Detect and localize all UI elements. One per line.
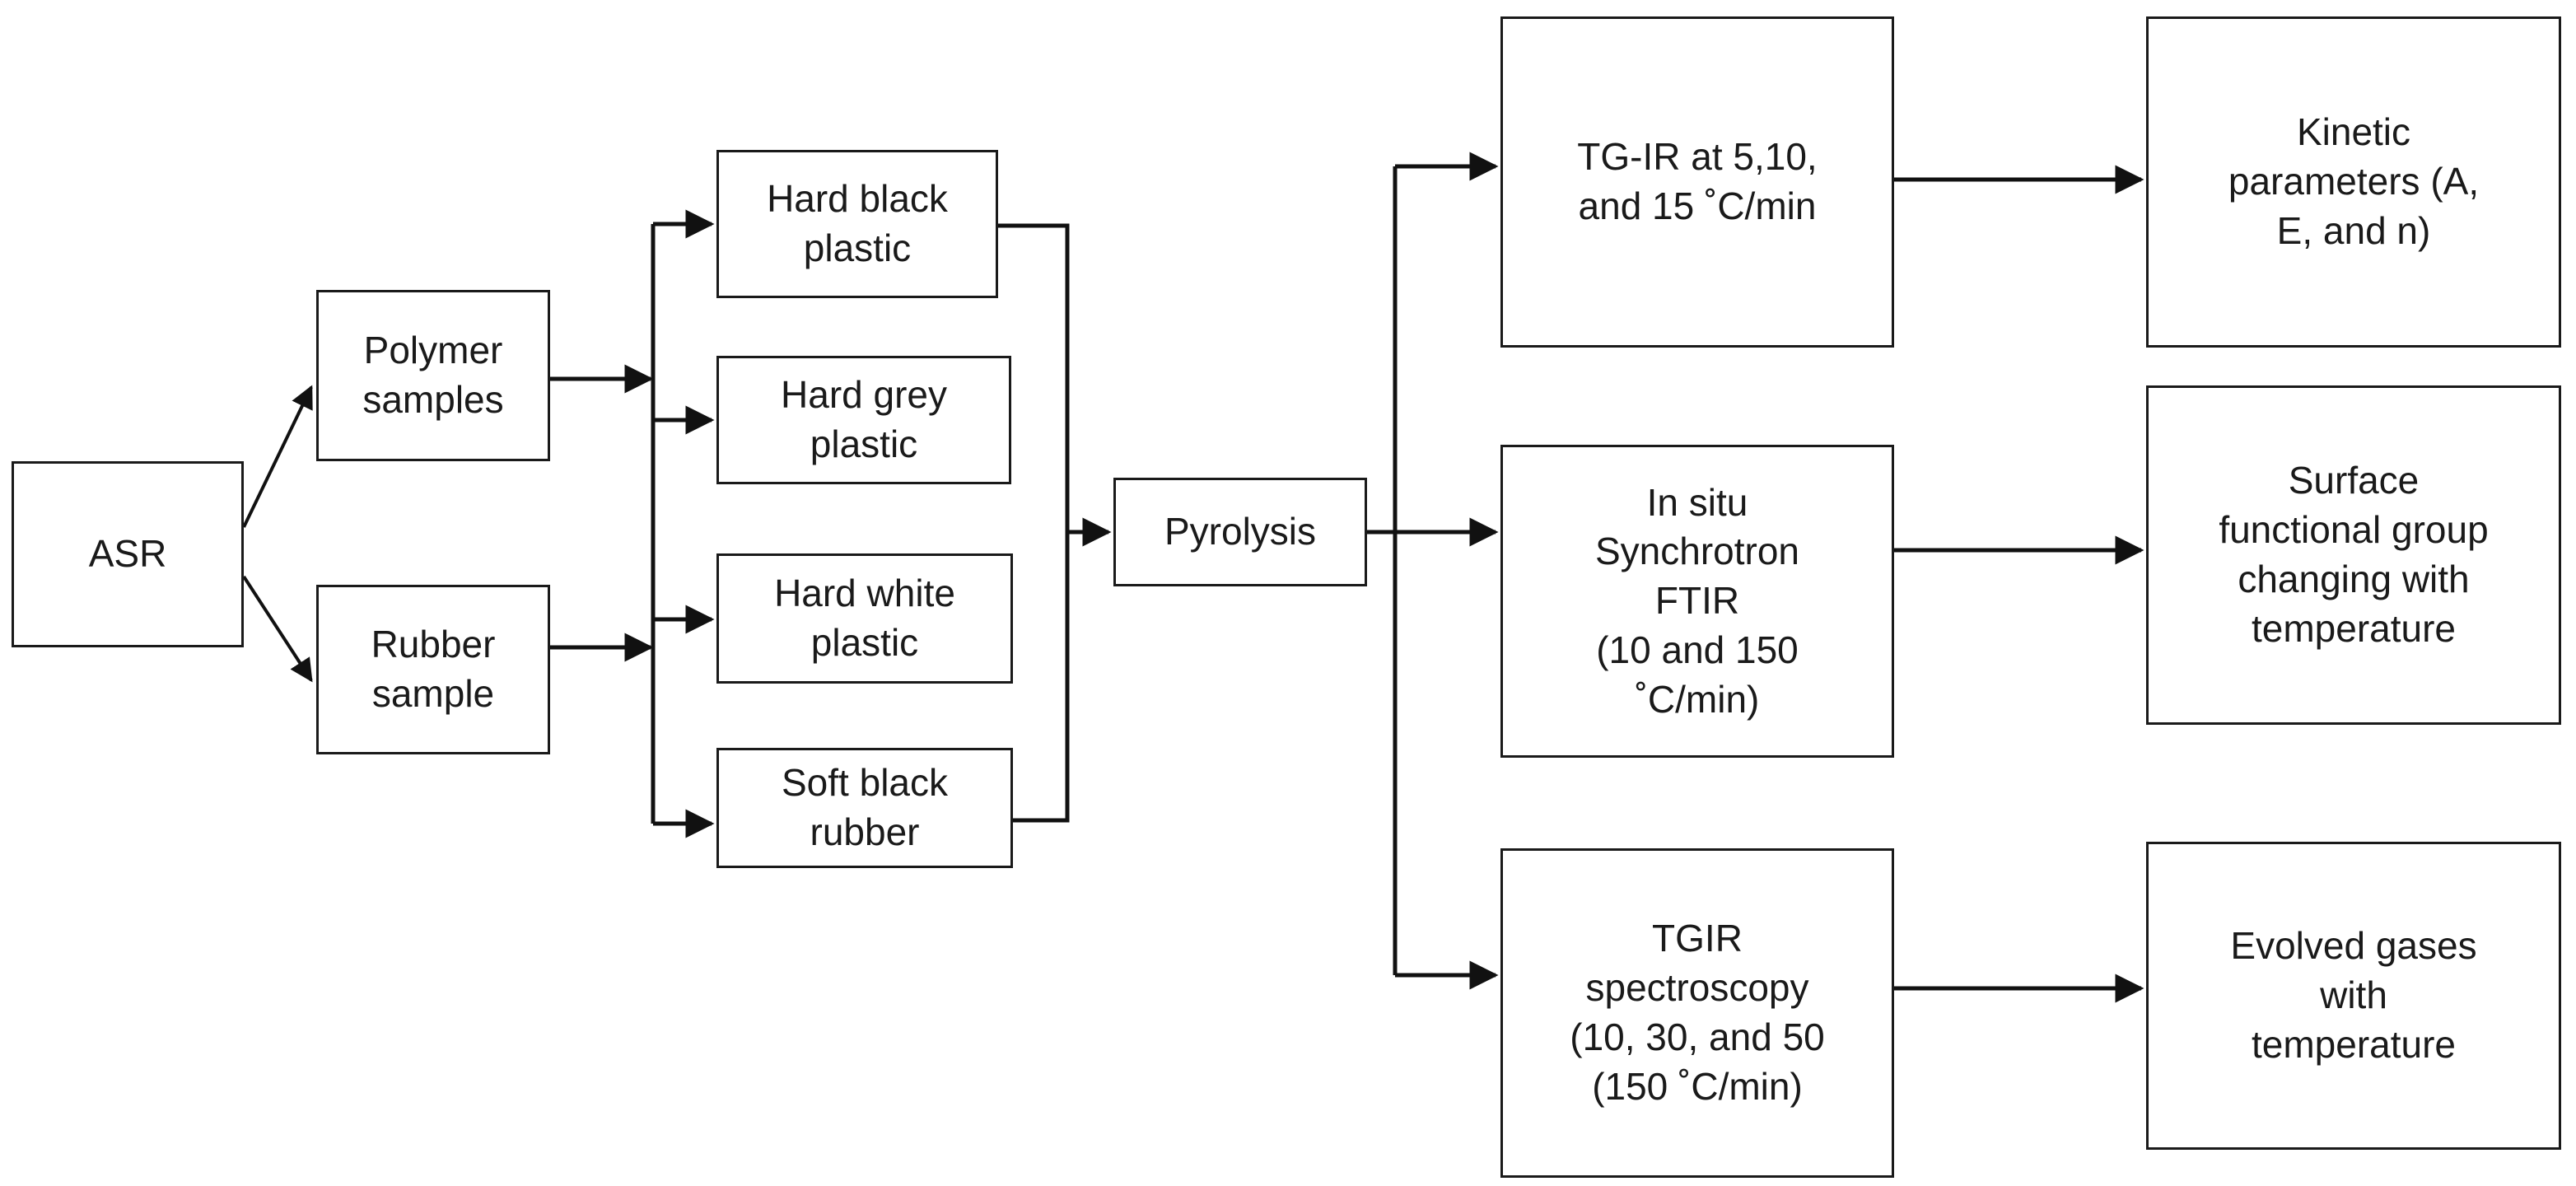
node-hard-black-plastic[interactable]: Hard black plastic: [716, 150, 998, 298]
node-tgir-heating-rates[interactable]: TG-IR at 5,10, and 15 ˚C/min: [1500, 16, 1894, 348]
node-insitu-synchrotron-ftir-label: In situ Synchrotron FTIR (10 and 150 ˚C/…: [1594, 480, 1799, 721]
node-surface-functional-group-label: Surface functional group changing with t…: [2219, 459, 2489, 650]
node-soft-black-rubber[interactable]: Soft black rubber: [716, 748, 1013, 868]
node-asr[interactable]: ASR: [12, 461, 244, 647]
node-asr-label: ASR: [88, 532, 167, 576]
node-evolved-gases[interactable]: Evolved gases with temperature: [2146, 842, 2561, 1150]
node-hard-black-plastic-label: Hard black plastic: [767, 177, 948, 269]
node-kinetic-parameters[interactable]: Kinetic parameters (A, E, and n): [2146, 16, 2561, 348]
node-pyrolysis-label: Pyrolysis: [1164, 510, 1317, 553]
node-hard-grey-plastic[interactable]: Hard grey plastic: [716, 356, 1011, 484]
node-soft-black-rubber-label: Soft black rubber: [782, 761, 948, 853]
node-tgir-spectroscopy-label: TGIR spectroscopy (10, 30, and 50 (150 ˚…: [1570, 917, 1825, 1108]
node-tgir-spectroscopy[interactable]: TGIR spectroscopy (10, 30, and 50 (150 ˚…: [1500, 848, 1894, 1178]
edge-soft-black-rubber-to-collector: [1013, 532, 1070, 823]
node-polymer-samples[interactable]: Polymer samples: [316, 290, 550, 461]
node-insitu-synchrotron-ftir[interactable]: In situ Synchrotron FTIR (10 and 150 ˚C/…: [1500, 445, 1894, 758]
edge-asr-to-rubber: [242, 575, 313, 683]
node-rubber-sample[interactable]: Rubber sample: [316, 585, 550, 754]
edge-asr-to-polymer: [242, 385, 313, 528]
node-surface-functional-group[interactable]: Surface functional group changing with t…: [2146, 385, 2561, 725]
node-hard-white-plastic[interactable]: Hard white plastic: [716, 553, 1013, 684]
node-kinetic-parameters-label: Kinetic parameters (A, E, and n): [2228, 110, 2480, 252]
node-polymer-samples-label: Polymer samples: [362, 329, 504, 421]
node-tgir-heating-rates-label: TG-IR at 5,10, and 15 ˚C/min: [1577, 135, 1818, 227]
node-rubber-sample-label: Rubber sample: [371, 623, 496, 715]
node-pyrolysis[interactable]: Pyrolysis: [1113, 478, 1367, 586]
node-hard-white-plastic-label: Hard white plastic: [774, 572, 955, 664]
node-evolved-gases-label: Evolved gases with temperature: [2230, 924, 2477, 1066]
node-hard-grey-plastic-label: Hard grey plastic: [781, 373, 947, 465]
